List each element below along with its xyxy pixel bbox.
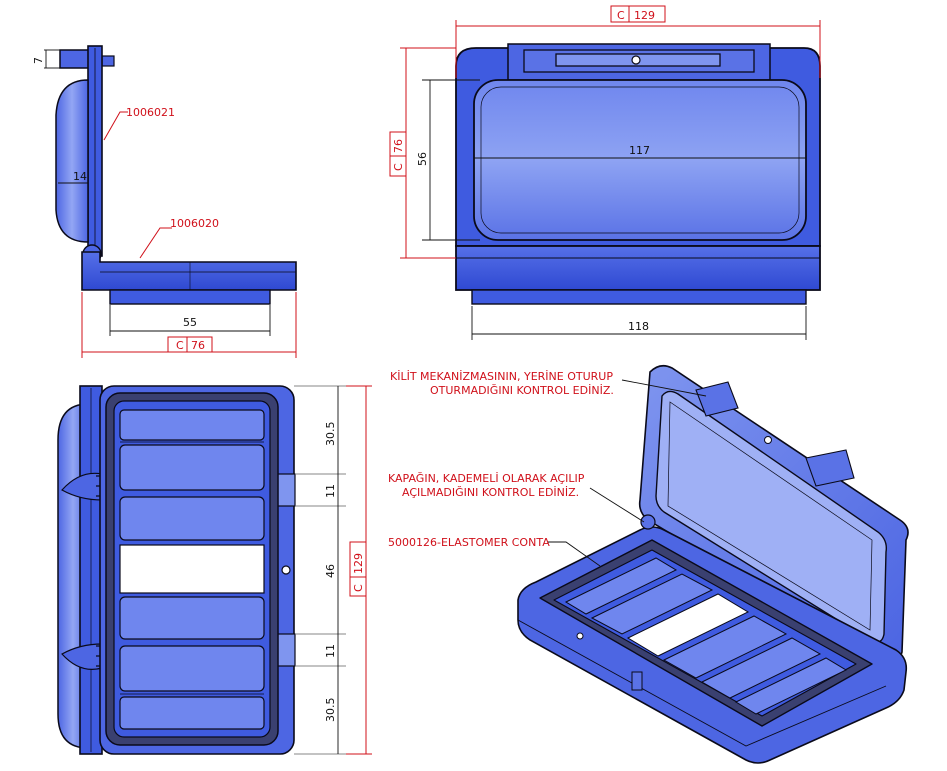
- dim-front-118: 118: [628, 320, 649, 333]
- dim-side-55: 55: [183, 316, 197, 329]
- isometric-view: [517, 364, 909, 764]
- dim-side-14: 14: [73, 170, 87, 183]
- dim-side-76: 76: [191, 339, 205, 352]
- dim-plan-11-top: 11: [324, 484, 337, 498]
- side-view: 7 14 1006021 1006020 55 C 76: [32, 45, 297, 358]
- dim-plan-11-bottom: 11: [324, 644, 337, 658]
- dim-plan-129: 129: [352, 553, 365, 574]
- dim-plan-46: 46: [324, 564, 337, 578]
- dim-plan-30-5-top: 30.5: [324, 422, 337, 447]
- note-gasket: 5000126-ELASTOMER CONTA: [388, 536, 550, 549]
- notes: KİLİT MEKANİZMASININ, YERİNE OTURUP OTUR…: [388, 370, 707, 567]
- note-lock-line2: OTURMADIĞINI KONTROL EDİNİZ.: [430, 384, 614, 397]
- note-lid-line1: KAPAĞIN, KADEMELİ OLARAK AÇILIP: [388, 472, 585, 485]
- plan-view: 30.5 11 46 11 30.5 C 129: [57, 385, 372, 755]
- part-number-lid: 1006021: [126, 106, 175, 119]
- dim-front-117: 117: [629, 144, 650, 157]
- note-lid-line2: AÇILMADIĞINI KONTROL EDİNİZ.: [402, 486, 579, 499]
- dim-front-76: 76: [392, 139, 405, 153]
- basic-prefix-top: C: [617, 9, 625, 22]
- dim-side-7: 7: [32, 57, 45, 64]
- dim-front-56: 56: [416, 152, 429, 166]
- note-lock-line1: KİLİT MEKANİZMASININ, YERİNE OTURUP: [390, 370, 613, 383]
- basic-prefix-plan: C: [352, 584, 365, 592]
- dim-front-129: 129: [634, 9, 655, 22]
- part-number-base: 1006020: [170, 217, 219, 230]
- front-view: C 129 C 76 56 117 118: [389, 5, 821, 340]
- basic-prefix-side: C: [176, 339, 184, 352]
- dim-plan-30-5-bottom: 30.5: [324, 698, 337, 723]
- basic-prefix-front: C: [392, 163, 405, 171]
